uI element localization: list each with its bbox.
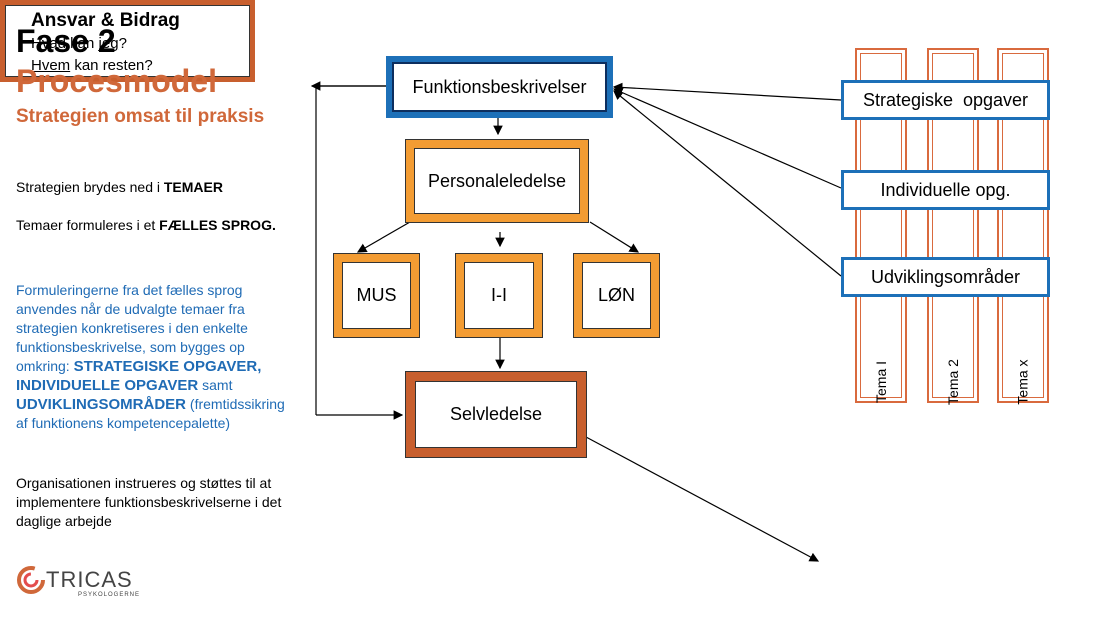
paragraph-organisation: Organisationen instrueres og støttes til… [16,475,282,529]
logo-tagline: PSYKOLOGERNE [78,592,141,598]
paragraph-text: samt [198,377,233,393]
arrow-individuelle-funktion [612,87,842,189]
ansvar-title: Ansvar & Bidrag [31,10,180,31]
paragraph-formuleringer: Formuleringerne fra det fælles sprog anv… [16,281,291,433]
mus-box: MUS [334,254,419,337]
phase-heading: Fase 2 [16,23,116,59]
funktionsbeskrivelser-box: Funktionsbeskrivelser [386,56,613,118]
page-subtitle: Strategien omsat til praksis [16,106,265,127]
personaleledelse-box: Personaleledelse [406,140,588,222]
paragraph-text: (fremtidssikring af funktionens kompeten… [16,396,285,431]
tema-column-x [997,48,1049,403]
ansvar-line-2: Hvem kan resten? [31,55,250,77]
arrow-selv-ansvar [585,436,820,562]
paragraph-sprog: Temaer formuleres i et FÆLLES SPROG. [16,216,291,235]
paragraph-text: Temaer formuleres i et [16,217,160,233]
ansvar-line-2-text: kan resten? [70,57,153,74]
paragraph-bold: UDVIKLINGSOMRÅDER [16,396,187,413]
strategiske-opgaver-label: Strategiske opgaver [862,89,1029,110]
strategiske-opgaver-box: Strategiske opgaver [841,80,1050,120]
selvledelse-box: Selvledelse [406,372,586,457]
ii-box: I-I [456,254,542,337]
individuelle-opgaver-box: Individuelle opg. [841,170,1050,210]
paragraph-temaer: Strategien brydes ned i TEMAER [16,178,291,197]
ansvar-bidrag-box: Ansvar & Bidrag Hvad kan jeg? Hvem kan r… [0,0,255,82]
tema-column-2 [927,48,979,403]
arrow-personale-mus [356,221,411,253]
ansvar-line-1-end: ? [118,35,127,52]
arrow-funktion-left-line [315,85,386,415]
tricas-logo: TRICAS PSYKOLOGERNE [16,565,146,605]
logo-name: TRICAS [46,567,133,592]
arrow-personale-loen [589,221,640,253]
arrow-udvikling-funktion [613,90,842,277]
ansvar-line-1: Hvad kan jeg? [31,33,250,55]
paragraph-bold: TEMAER [163,179,223,195]
paragraph-text: Strategien brydes ned i [16,179,164,195]
logo-mark-icon [17,566,45,594]
ansvar-line-1-text: Hvad kan [31,35,99,52]
paragraph-bold: STRATEGISKE OPGAVER, INDIVIDUELLE OPGAVE… [16,358,262,394]
udviklingsomraader-box: Udviklingsområder [841,257,1050,297]
page-title: Procesmodel [16,63,217,99]
arrow-strategiske-funktion [612,82,842,101]
ansvar-line-1-underlined: jeg [98,35,119,52]
paragraph-bold: FÆLLES SPROG. [159,217,276,233]
paragraph-text: Formuleringerne fra det fælles sprog anv… [16,282,248,374]
tema-column-1 [855,48,907,403]
loen-box: LØN [574,254,659,337]
ansvar-line-2-underlined: Hvem [31,57,71,74]
